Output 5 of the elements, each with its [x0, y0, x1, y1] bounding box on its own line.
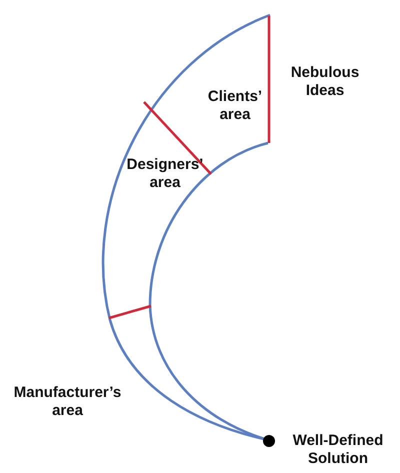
area-label: Clients’ area	[206, 88, 264, 124]
area-label: Manufacturer’s area	[12, 384, 122, 420]
area-label: Designers’ area	[126, 156, 204, 192]
heading-label: Nebulous Ideas	[290, 64, 360, 100]
endpoint-label: Well-Defined Solution	[292, 432, 384, 468]
